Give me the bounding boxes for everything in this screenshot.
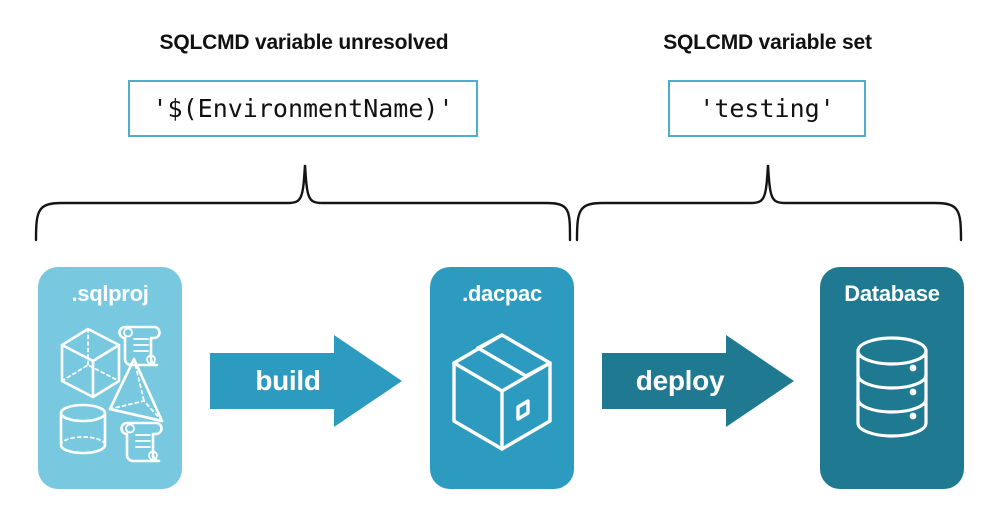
codebox-unresolved-value: '$(EnvironmentName)' [152, 94, 454, 123]
arrow-right-icon-deploy [602, 335, 794, 427]
arrow-label-deploy: deploy [635, 365, 725, 396]
arrow-deploy[interactable]: deploy [602, 333, 794, 429]
stage-label-sqlproj: .sqlproj [71, 281, 149, 306]
database-status-dots-icon [909, 364, 917, 420]
pyramid-icon [108, 357, 164, 423]
heading-sqlcmd-variable-set: SQLCMD variable set [663, 31, 872, 54]
project-objects-icon [59, 325, 164, 463]
codebox-set-value: 'testing' [699, 94, 835, 123]
brace-left-icon [34, 164, 572, 242]
codebox-variable-set: 'testing' [668, 80, 866, 137]
arrow-label-build: build [255, 365, 321, 396]
codebox-variable-unresolved: '$(EnvironmentName)' [128, 80, 478, 137]
cube-icon [60, 327, 121, 399]
stage-label-database: Database [844, 281, 940, 306]
stage-box-sqlproj[interactable]: .sqlproj [38, 267, 182, 489]
stage-box-database[interactable]: Database [820, 267, 964, 489]
cylinder-icon [59, 403, 107, 455]
stage-label-dacpac: .dacpac [462, 281, 542, 306]
arrow-build[interactable]: build [210, 333, 402, 429]
package-box-icon [452, 333, 552, 451]
database-cylinder-icon [856, 336, 928, 438]
arrow-right-icon-build [210, 335, 402, 427]
heading-sqlcmd-variable-unresolved: SQLCMD variable unresolved [159, 31, 449, 54]
scroll-icon-top [118, 325, 161, 367]
brace-right-icon [575, 164, 963, 242]
stage-box-dacpac[interactable]: .dacpac [430, 267, 574, 489]
scroll-icon-bottom [120, 421, 163, 463]
